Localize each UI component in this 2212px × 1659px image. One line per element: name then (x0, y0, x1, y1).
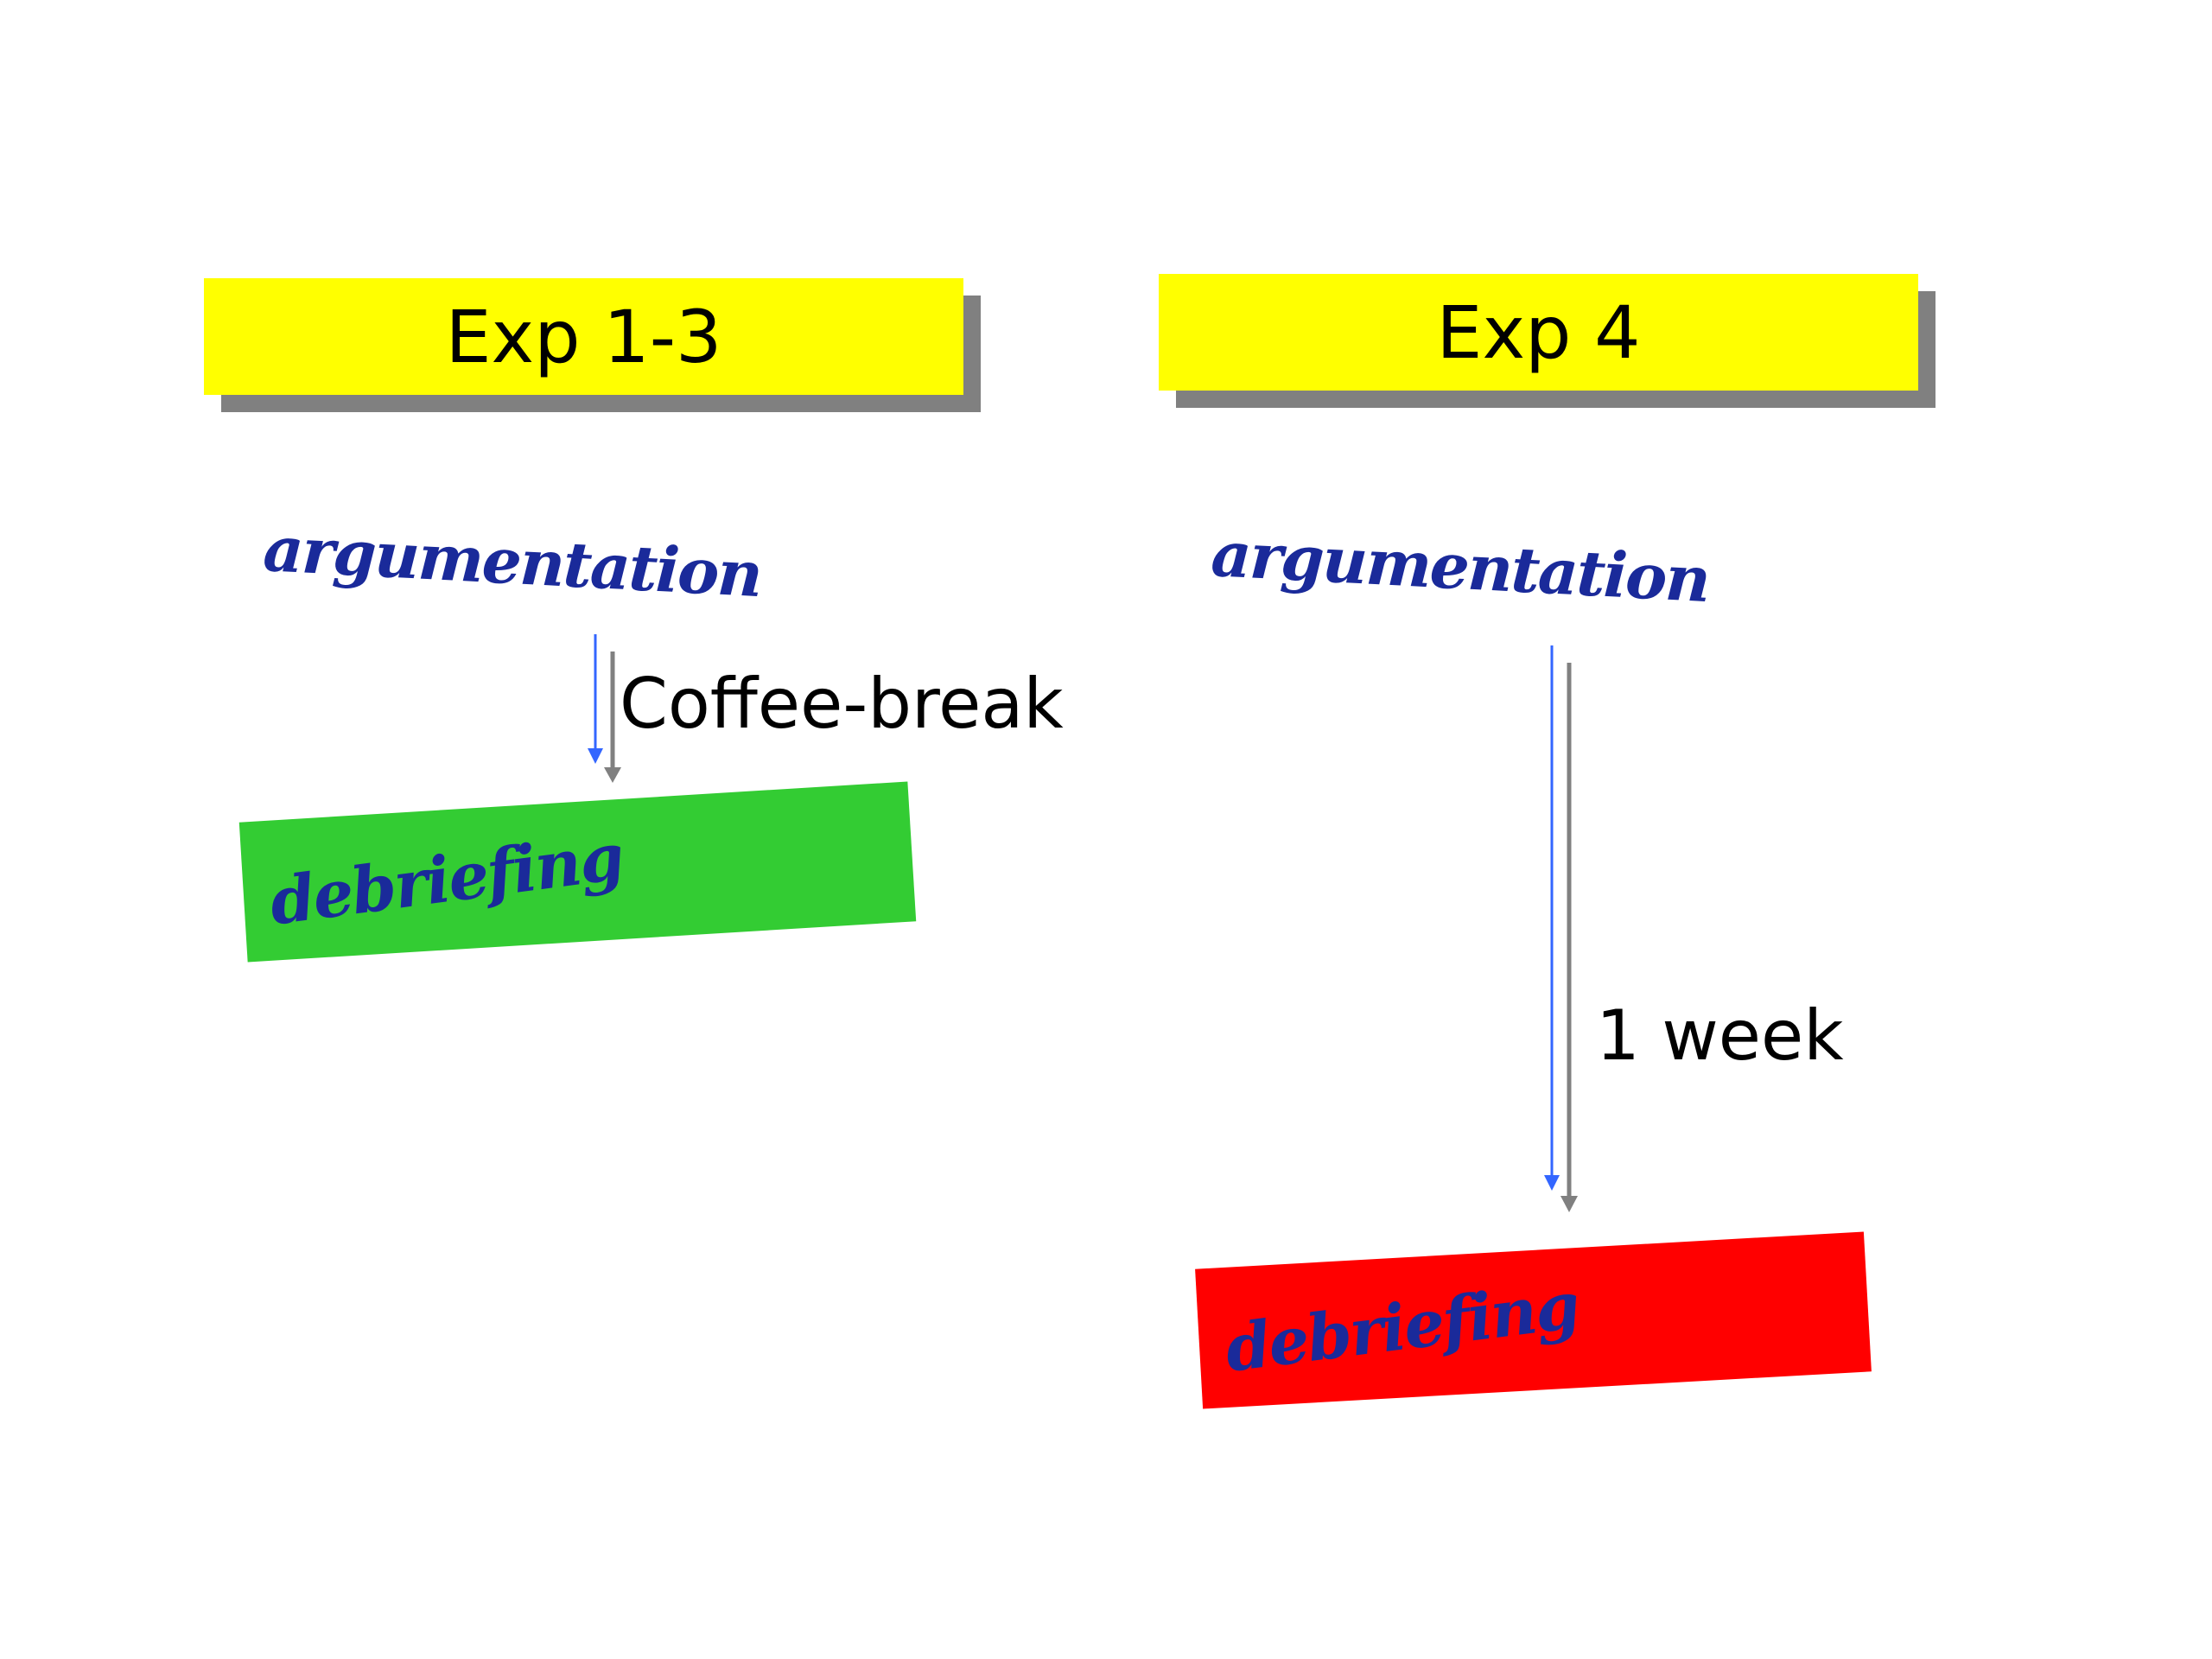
coffee-break-label: Coffee-break (620, 664, 1064, 744)
exp-1-3-title-box: Exp 1-3 (204, 278, 963, 395)
left-gray-arrow (604, 652, 621, 783)
right-blue-arrow (1544, 645, 1560, 1191)
one-week-label: 1 week (1596, 995, 1844, 1076)
exp-4-title: Exp 4 (1436, 289, 1641, 375)
left-blue-arrow (588, 634, 603, 764)
exp-4-title-box: Exp 4 (1159, 274, 1918, 391)
exp-1-3-title: Exp 1-3 (445, 294, 722, 379)
right-gray-arrow (1560, 663, 1578, 1212)
